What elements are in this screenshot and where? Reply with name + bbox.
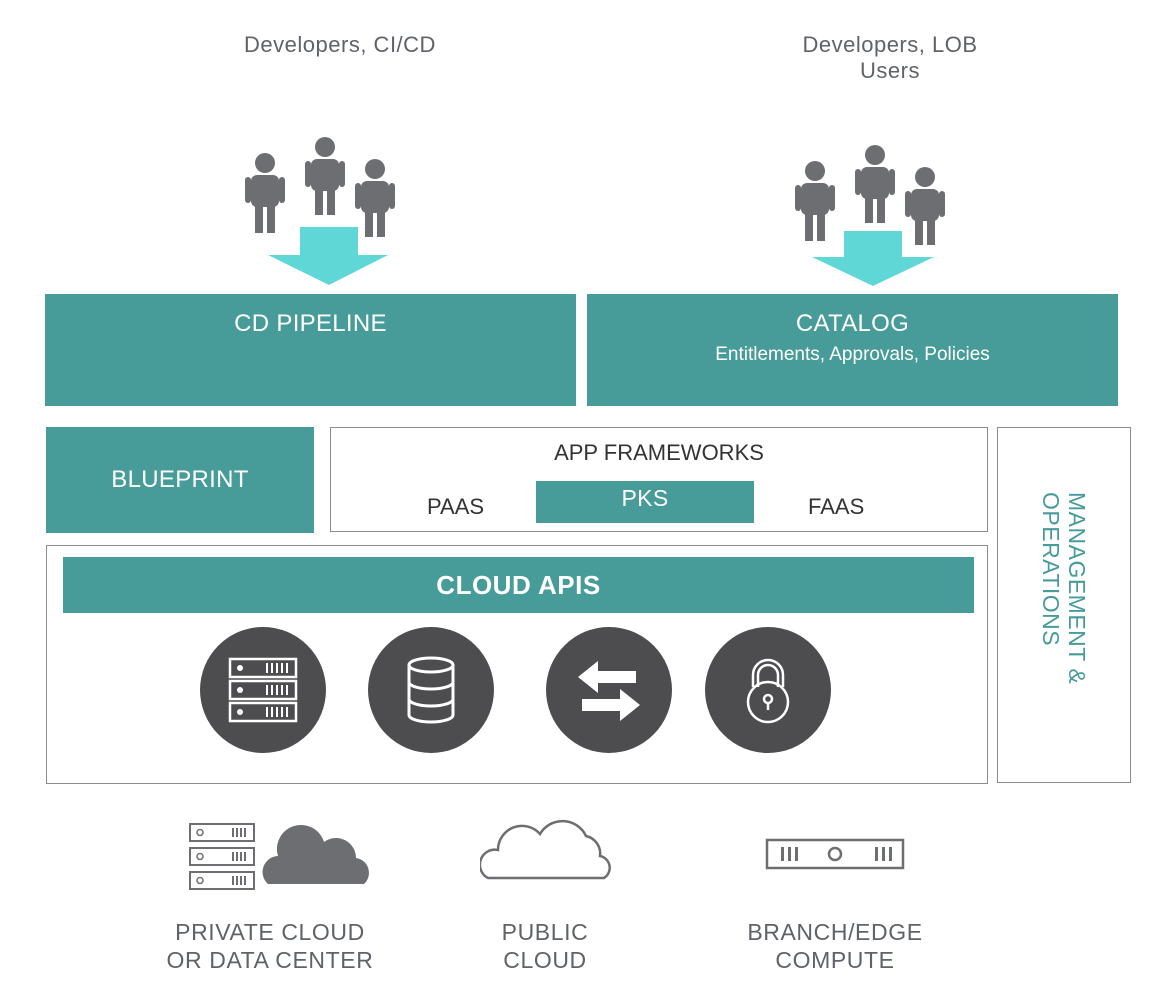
private-cloud-label-line1: PRIVATE CLOUD: [175, 919, 365, 945]
cd-pipeline-box: CD PIPELINE: [45, 294, 576, 406]
right-user-label-line2: Users: [860, 58, 920, 83]
cd-pipeline-title: CD PIPELINE: [234, 310, 387, 337]
public-cloud-icon: [480, 819, 611, 880]
pks-box: PKS: [536, 481, 754, 523]
lob-users-group-icon: [795, 145, 945, 286]
app-frameworks-title: APP FRAMEWORKS: [554, 440, 764, 465]
left-user-label-text: Developers, CI/CD: [244, 32, 436, 57]
blueprint-title: BLUEPRINT: [111, 466, 249, 493]
server-stack-icon: [200, 627, 326, 753]
pks-label: PKS: [621, 485, 669, 511]
right-user-label-line1: Developers, LOB: [802, 32, 978, 57]
developers-group-icon: [245, 137, 395, 285]
private-cloud-icon: [189, 823, 369, 890]
public-cloud-label-line2: CLOUD: [503, 947, 587, 973]
blueprint-box: BLUEPRINT: [46, 427, 314, 533]
app-frameworks-box: APP FRAMEWORKS PAAS PKS FAAS: [330, 427, 988, 532]
right-user-label: Developers, LOB Users: [740, 32, 1040, 84]
edge-compute-server-icon: [765, 838, 905, 870]
private-cloud-label-line2: OR DATA CENTER: [166, 947, 374, 973]
catalog-subtitle: Entitlements, Approvals, Policies: [715, 344, 990, 365]
edge-compute-label-line2: COMPUTE: [775, 947, 895, 973]
management-label-line1: MANAGEMENT &: [1064, 492, 1090, 685]
public-cloud-label: PUBLIC CLOUD: [450, 918, 640, 974]
catalog-title: CATALOG: [795, 310, 910, 337]
edge-compute-label-line1: BRANCH/EDGE: [747, 919, 923, 945]
edge-compute-label: BRANCH/EDGE COMPUTE: [710, 918, 960, 974]
cloud-area-box: CLOUD APIS: [46, 545, 988, 784]
management-operations-box: MANAGEMENT & OPERATIONS: [997, 427, 1131, 783]
management-label-line2: OPERATIONS: [1038, 492, 1064, 647]
paas-label: PAAS: [427, 494, 485, 519]
catalog-box: CATALOG Entitlements, Approvals, Policie…: [587, 294, 1118, 406]
public-cloud-label-line1: PUBLIC: [501, 919, 589, 945]
padlock-icon: [705, 627, 831, 753]
management-operations-label: MANAGEMENT & OPERATIONS: [1038, 492, 1090, 684]
exchange-arrows-icon: [546, 627, 672, 753]
left-user-label: Developers, CI/CD: [180, 32, 500, 58]
database-icon: [368, 627, 494, 753]
cloud-apis-title: CLOUD APIS: [436, 570, 601, 600]
private-cloud-label: PRIVATE CLOUD OR DATA CENTER: [130, 918, 410, 974]
faas-label: FAAS: [808, 494, 865, 519]
cloud-apis-bar: CLOUD APIS: [63, 557, 974, 613]
